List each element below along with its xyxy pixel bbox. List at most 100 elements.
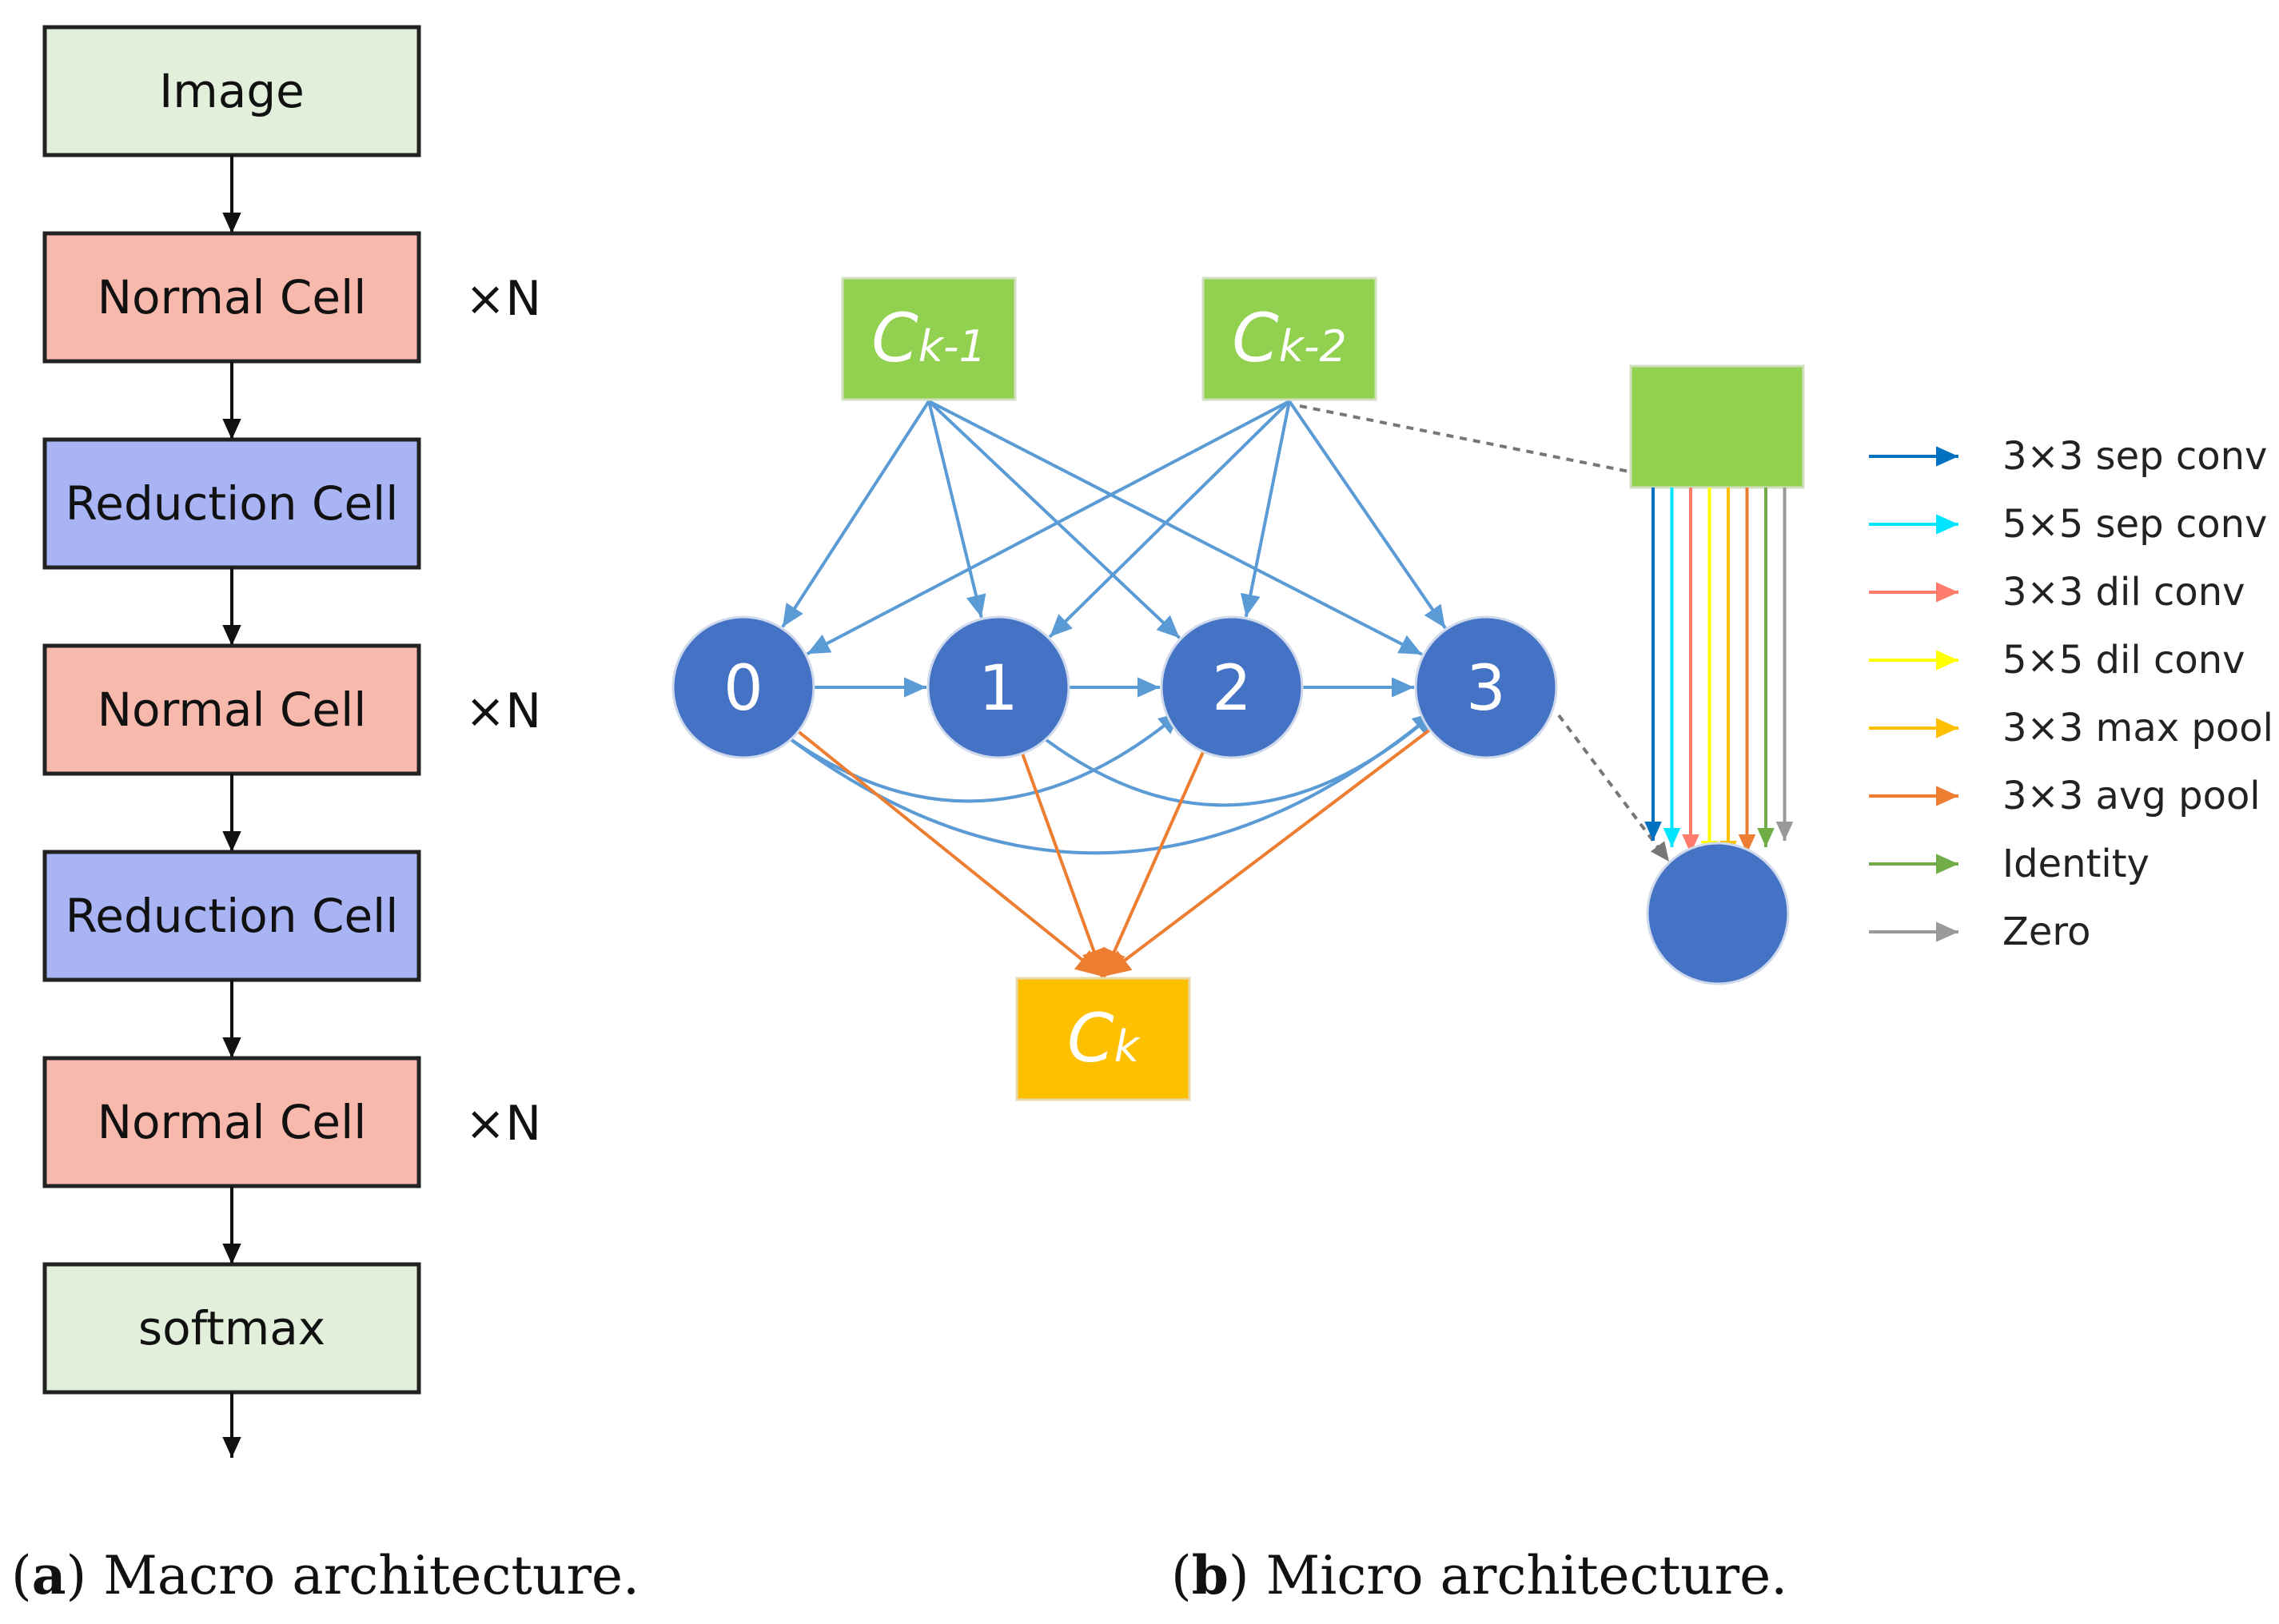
caption-b-text: Micro architecture. bbox=[1249, 1545, 1788, 1606]
repeat-multiplier: ×N bbox=[465, 1096, 541, 1152]
candidate-op-edge-head bbox=[1663, 828, 1681, 847]
zoom-edge-box bbox=[1629, 364, 1805, 489]
macro-flow-arrow-head bbox=[222, 1244, 241, 1264]
skip-edge-0-2 bbox=[781, 710, 1182, 803]
micro-architecture: Ck-1 Ck-2 0 1 2 3Ck bbox=[671, 277, 1805, 1101]
legend-label: 3×3 dil conv bbox=[2002, 570, 2245, 615]
macro-box-reduction: Reduction Cell bbox=[42, 437, 421, 570]
macro-box-label: Reduction Cell bbox=[66, 889, 399, 943]
input-to-node-edge-head bbox=[807, 635, 832, 655]
candidate-op-edge-head bbox=[1682, 834, 1699, 854]
node-circle bbox=[1160, 615, 1304, 759]
macro-flow-arrow-head bbox=[222, 419, 241, 440]
input-to-node-edge bbox=[927, 400, 983, 619]
input-to-node-edge-head bbox=[1424, 603, 1446, 628]
legend-label: Identity bbox=[2002, 842, 2150, 886]
node-to-output-edge bbox=[797, 730, 1105, 978]
input-to-node-edge-head bbox=[1397, 635, 1422, 655]
input-to-node-edge bbox=[806, 400, 1290, 655]
macro-flow-arrow-head bbox=[222, 1437, 241, 1458]
output-cell-rect bbox=[1015, 977, 1191, 1101]
output-cell: Ck bbox=[1015, 977, 1191, 1101]
zoom-guide-head bbox=[1650, 841, 1669, 862]
intermediate-node-1: 1 bbox=[926, 615, 1070, 759]
macro-box-rect bbox=[42, 1262, 421, 1395]
input-to-node-edge bbox=[1244, 400, 1291, 618]
input-cell-label: Ck-1 bbox=[871, 299, 986, 377]
legend-label: 3×3 sep conv bbox=[2002, 434, 2267, 479]
skip-edge-0-3 bbox=[781, 710, 1436, 855]
macro-box-normal: Normal Cell ×N bbox=[42, 1056, 541, 1188]
legend-item: Identity bbox=[1869, 842, 2150, 886]
macro-box-label: Normal Cell bbox=[98, 270, 367, 324]
node-to-output-edge bbox=[1102, 728, 1431, 978]
macro-flow-arrow-head bbox=[222, 831, 241, 852]
input-cell-k-2: Ck-2 bbox=[1201, 277, 1377, 401]
node-to-output-edge-head bbox=[1082, 946, 1106, 977]
node-to-output-edge bbox=[1102, 750, 1205, 977]
node-circle bbox=[926, 615, 1070, 759]
input-to-node-edge bbox=[1048, 400, 1291, 639]
macro-box-normal: Normal Cell×N bbox=[42, 643, 541, 776]
legend-label: 5×5 sep conv bbox=[2002, 502, 2267, 547]
legend-label: 5×5 dil conv bbox=[2002, 638, 2245, 683]
macro-box-io: softmax bbox=[42, 1262, 421, 1395]
macro-box-rect bbox=[42, 437, 421, 570]
macro-box-rect bbox=[42, 1056, 421, 1188]
macro-box-rect bbox=[42, 25, 421, 157]
macro-box-io: Image bbox=[42, 25, 421, 157]
repeat-multiplier: ×N bbox=[465, 683, 541, 739]
candidate-op-edge-head bbox=[1738, 834, 1756, 854]
input-cell-rect bbox=[841, 277, 1017, 401]
legend-swatch-arrow-head bbox=[1936, 921, 1958, 942]
macro-flow-arrow-head bbox=[222, 213, 241, 233]
macro-box-label: Normal Cell bbox=[98, 1095, 367, 1149]
legend-label: 3×3 max pool bbox=[2002, 706, 2273, 750]
macro-box-normal: Normal Cell×N bbox=[42, 231, 541, 364]
macro-box-label: Image bbox=[159, 64, 305, 118]
legend-item: 3×3 dil conv bbox=[1869, 570, 2245, 615]
legend-label: 3×3 avg pool bbox=[2002, 774, 2261, 818]
node-label: 0 bbox=[723, 653, 763, 725]
node-to-output-edge-head bbox=[1074, 949, 1103, 977]
legend-item: 5×5 sep conv bbox=[1869, 502, 2267, 547]
caption-b-tag: b bbox=[1192, 1544, 1229, 1606]
node-to-node-edge-head bbox=[1392, 677, 1414, 698]
input-to-node-edge-head bbox=[782, 603, 803, 627]
caption-a-text: Macro architecture. bbox=[86, 1545, 639, 1606]
macro-flow-arrow-head bbox=[222, 1037, 241, 1058]
input-cell-k-1: Ck-1 bbox=[841, 277, 1017, 401]
caption-a-tag: a bbox=[32, 1544, 66, 1606]
node-label: 3 bbox=[1466, 653, 1506, 725]
legend-item: Zero bbox=[1869, 910, 2090, 954]
macro-box-label: softmax bbox=[138, 1301, 325, 1355]
legend-item: 5×5 dil conv bbox=[1869, 638, 2245, 683]
input-to-node-edge-head bbox=[1050, 614, 1073, 637]
legend-swatch-arrow-head bbox=[1936, 650, 1958, 671]
input-to-node-edge-head bbox=[966, 593, 986, 618]
node-to-output-edge-head bbox=[1103, 950, 1133, 977]
input-to-node-edge bbox=[1288, 400, 1447, 629]
operation-legend: 3×3 sep conv 5×5 sep conv 3×3 dil conv 5×5 … bbox=[1869, 434, 2273, 954]
input-to-node-edge-head bbox=[1240, 592, 1261, 617]
intermediate-node-3: 3 bbox=[1414, 615, 1558, 759]
skip-edge-1-3 bbox=[1036, 710, 1436, 807]
legend-swatch-arrow-head bbox=[1936, 854, 1958, 874]
intermediate-node-2: 2 bbox=[1160, 615, 1304, 759]
output-cell-label: Ck bbox=[1067, 999, 1141, 1077]
intermediate-node-0: 0 bbox=[671, 615, 815, 759]
legend-item: 3×3 avg pool bbox=[1869, 774, 2261, 818]
legend-item: 3×3 sep conv bbox=[1869, 434, 2267, 479]
macro-box-rect bbox=[42, 850, 421, 982]
legend-swatch-arrow-head bbox=[1936, 786, 1958, 806]
input-cell-rect bbox=[1201, 277, 1377, 401]
macro-box-reduction: Reduction Cell bbox=[42, 850, 421, 982]
node-circle bbox=[1414, 615, 1558, 759]
candidate-op-edge-head bbox=[1775, 822, 1794, 841]
macro-flow-arrow-head bbox=[222, 625, 241, 646]
caption-b: (b) Micro architecture. bbox=[1171, 1544, 1787, 1606]
node-label: 2 bbox=[1212, 653, 1252, 725]
caption-a: (a) Macro architecture. bbox=[11, 1544, 639, 1606]
candidate-op-edge-head bbox=[1644, 822, 1662, 841]
legend-swatch-arrow-head bbox=[1936, 718, 1958, 738]
